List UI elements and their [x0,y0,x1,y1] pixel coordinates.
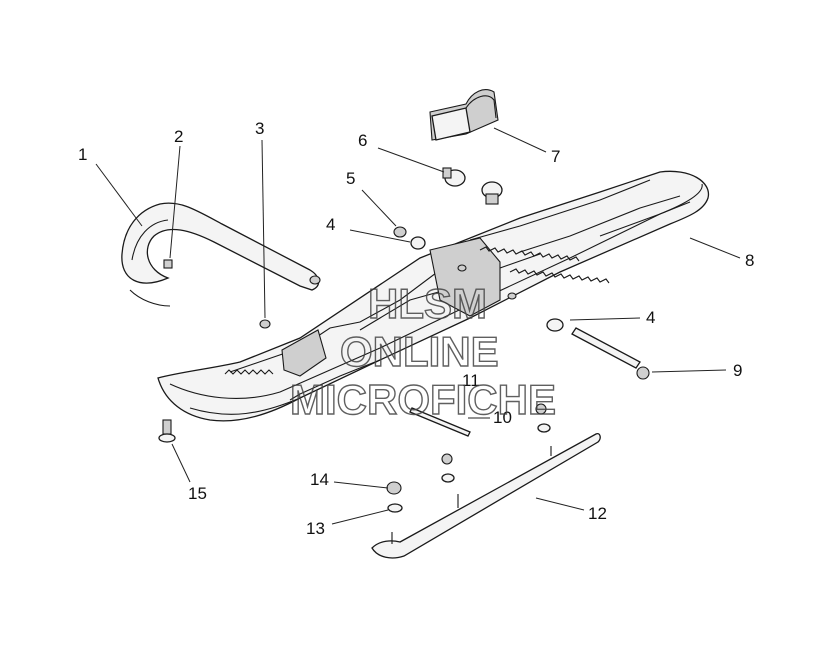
wear-bar-washer-rear [537,423,551,433]
pivot-bushing [481,181,503,205]
callout-5: 5 [346,169,355,188]
callout-4-bottom: 4 [646,308,655,327]
spindle-bolt [571,327,650,380]
spindle-washer-bottom [546,318,564,332]
callout-3: 3 [255,119,264,138]
callout-labels: 1 2 3 4 4 5 6 7 8 9 10 11 12 13 14 15 [78,119,754,538]
watermark-line-1: HLSM [368,280,487,327]
callout-13: 13 [306,519,325,538]
front-washer [387,503,403,513]
spindle-nut [393,226,407,238]
callout-15: 15 [188,484,207,503]
wear-bar-washer-mid [441,473,455,483]
callout-4-top: 4 [326,215,335,234]
callout-8: 8 [745,251,754,270]
callout-14: 14 [310,470,329,489]
callout-12: 12 [588,504,607,523]
wear-bar-bolt [409,407,471,437]
callout-10: 10 [493,408,512,427]
watermark-line-3: MICROFICHE [290,376,556,423]
callout-7: 7 [551,147,560,166]
wear-bar-nut-mid [441,453,453,465]
callout-6: 6 [358,131,367,150]
handle-screw [163,259,173,269]
ski-body [157,170,710,422]
callout-9: 9 [733,361,742,380]
spindle-bracket [429,89,499,141]
handle-nut [259,319,271,329]
ski-handle [121,202,321,307]
spindle-washer-top [410,236,426,250]
callout-1: 1 [78,145,87,164]
front-nut [386,481,402,495]
wear-bar-nut-rear [535,403,547,415]
callout-2: 2 [174,127,183,146]
watermark: HLSM ONLINE MICROFICHE [289,279,556,423]
leader-lines [95,127,741,525]
wear-bar [371,432,601,559]
rivet [158,419,176,443]
pivot-bolt [442,167,466,187]
callout-11: 11 [462,371,480,390]
watermark-line-2: ONLINE [340,328,499,375]
